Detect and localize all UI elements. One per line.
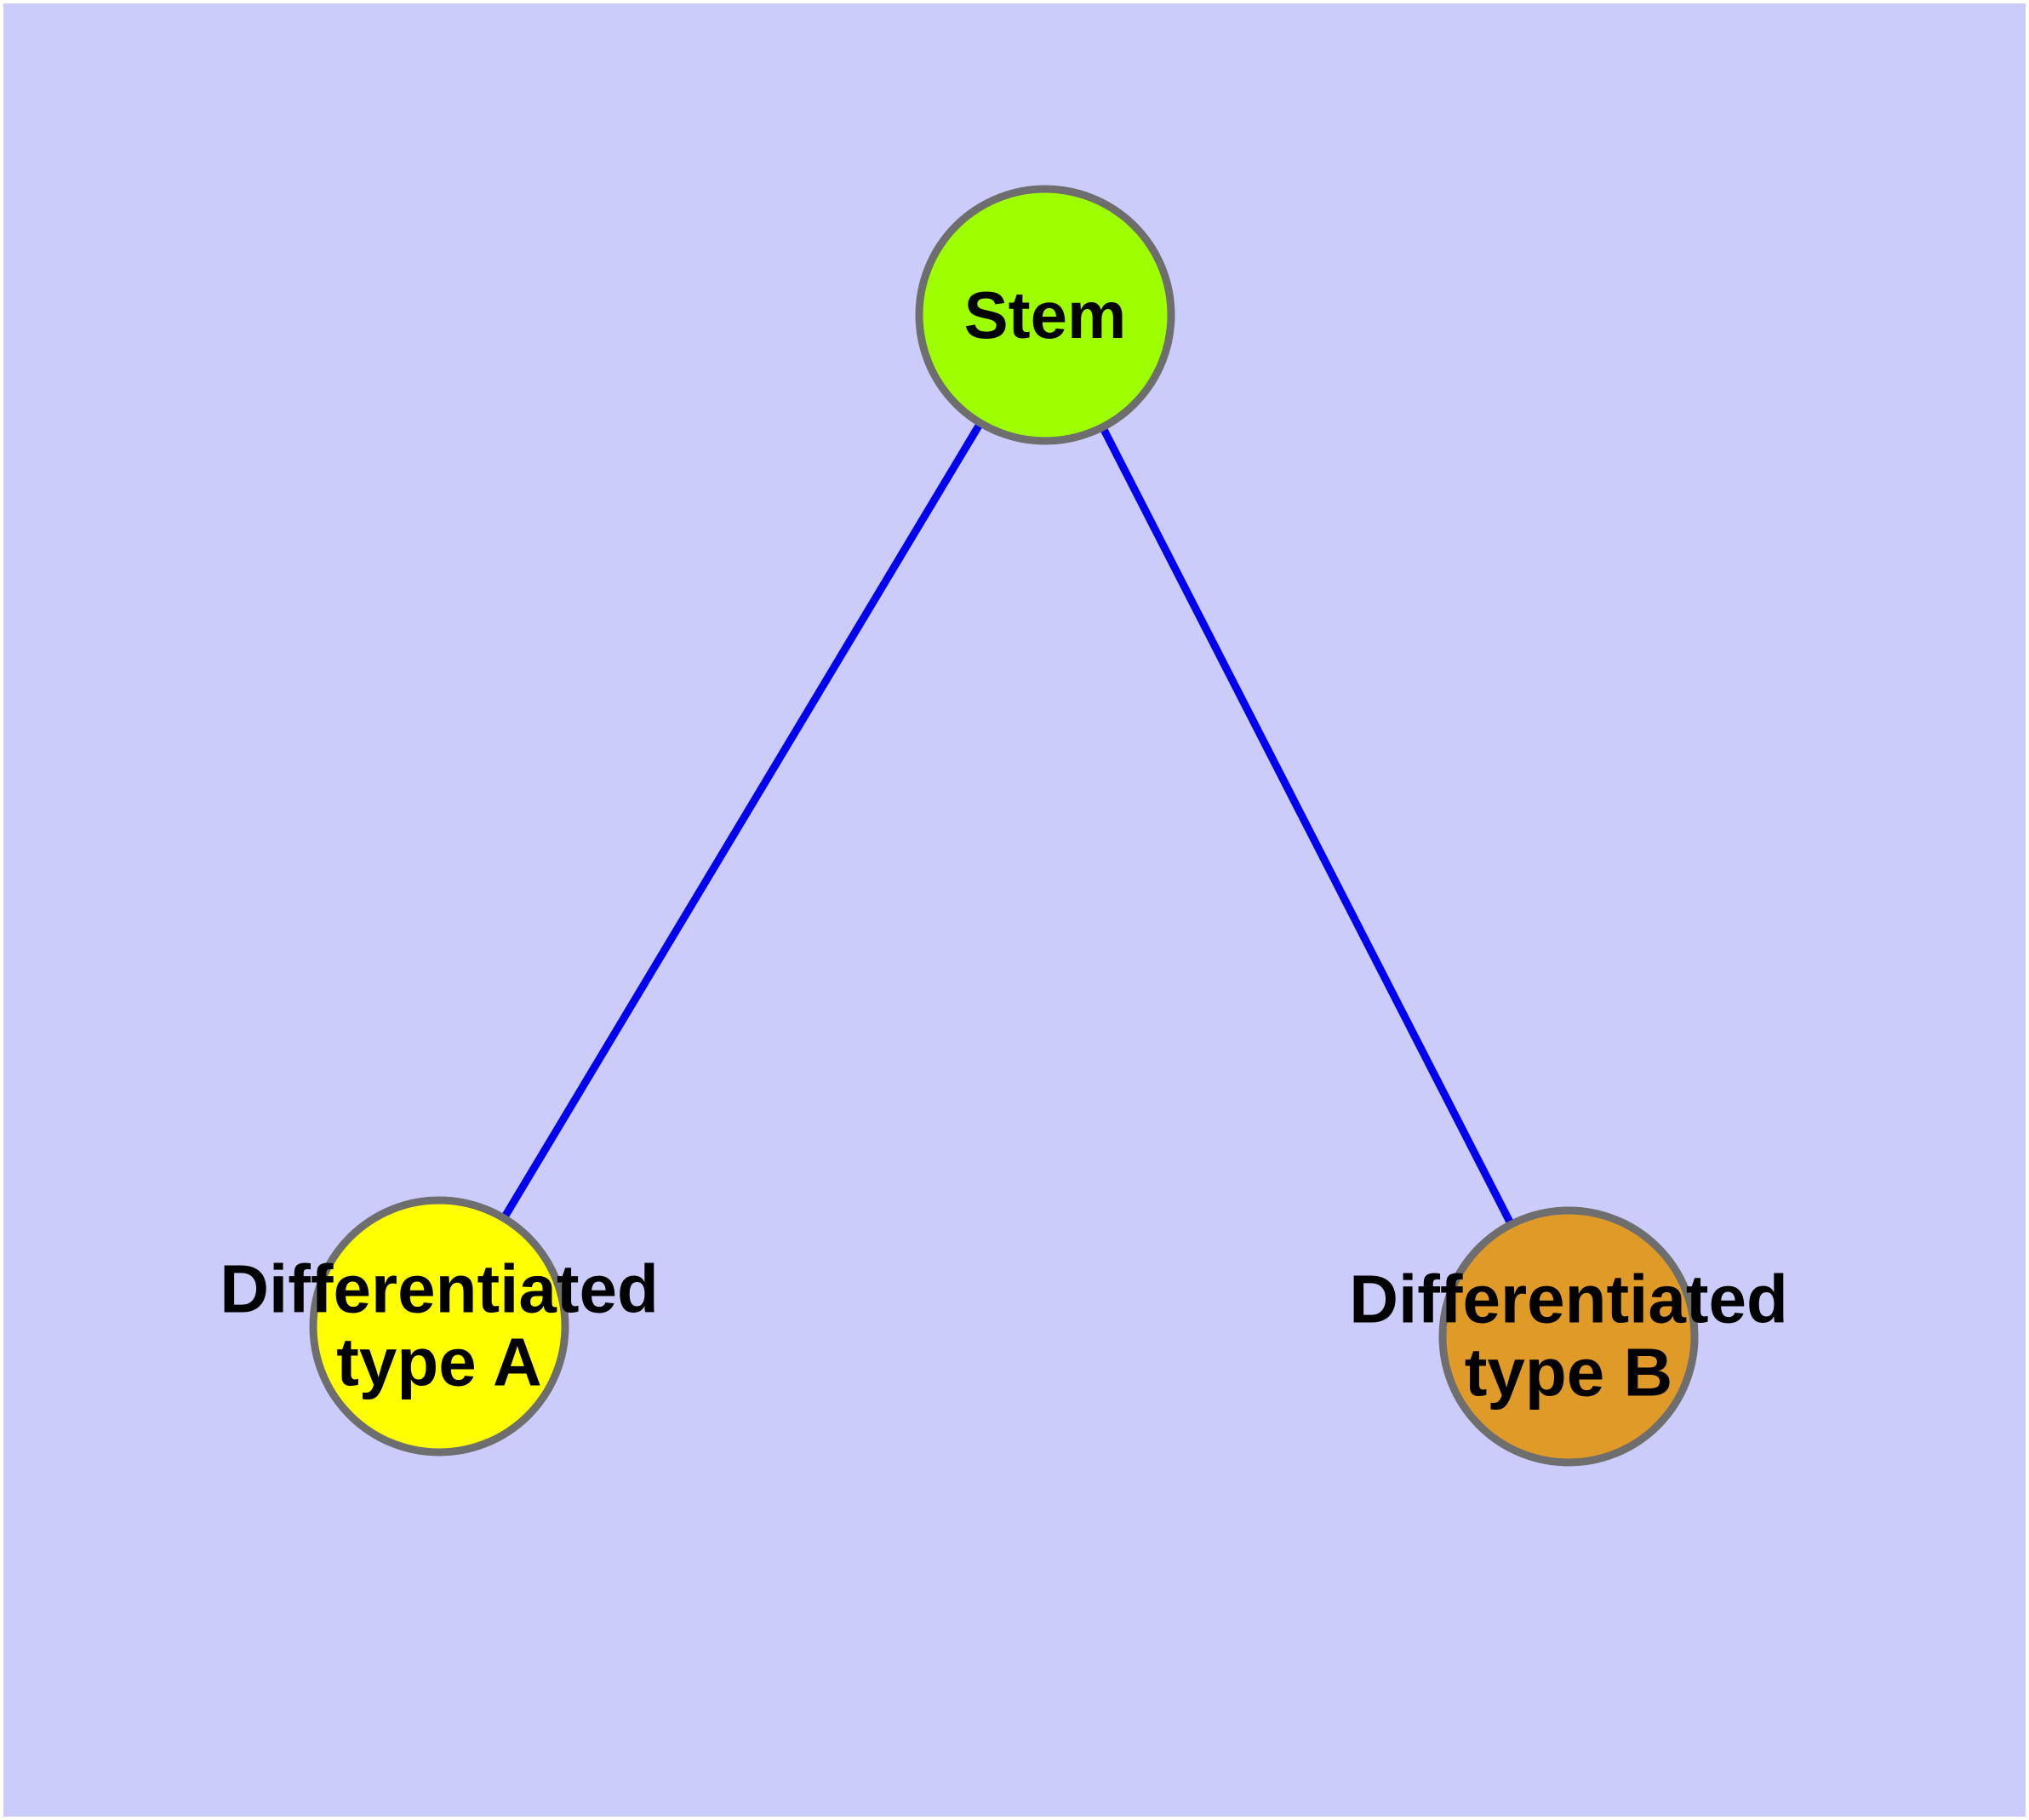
node-differentiated-type-a[interactable] [309, 1196, 569, 1457]
edge-stem-to-differentiated-type-b[interactable] [1041, 312, 1573, 1339]
node-differentiated-type-b[interactable] [1438, 1206, 1699, 1467]
edge-layer [436, 312, 1573, 1339]
node-layer [309, 185, 1699, 1467]
node-stem[interactable] [915, 185, 1175, 445]
edge-stem-to-differentiated-type-a[interactable] [436, 312, 1049, 1329]
